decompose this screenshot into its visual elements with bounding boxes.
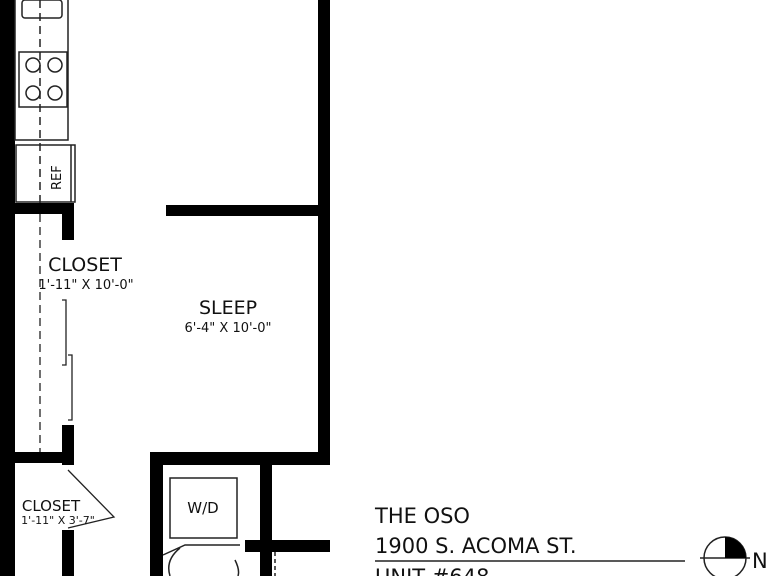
sleep-dims: 6'-4" X 10'-0" [184,321,271,336]
closet-main-fixtures [39,214,73,452]
closet-small-door [67,469,116,529]
right-wall-upper [318,0,330,465]
closet-divider-wall [12,452,74,463]
sliding-door-1 [62,299,67,366]
sliding-door-2 [68,354,73,421]
washer-dryer-label: W/D [187,499,218,517]
kitchen [14,0,76,203]
kitchen-counter [14,0,69,141]
closet-jamb-upper [62,203,74,240]
closet-small-name: CLOSET [22,497,81,515]
building-name: THE OSO [374,504,470,528]
laundry [162,477,276,576]
north-label: N [752,549,768,573]
kitchen-closet-wall [12,203,74,214]
burner-3 [25,85,41,101]
sleep-partition-wall [166,205,330,216]
small-closet-jamb [62,530,74,576]
closet-main-dims: 1'-11" X 10'-0" [38,278,133,293]
unit-number: UNIT #648 [375,565,489,576]
laundry-right-wall [260,452,272,576]
sink [21,0,63,19]
bath-door-swing [162,544,240,576]
left-outer-wall [0,0,15,576]
fridge-label: REF [50,165,65,190]
burner-4 [47,85,63,101]
building-address: 1900 S. ACOMA ST. [375,534,577,558]
sleep-name: SLEEP [199,297,257,319]
walls [0,0,330,576]
north-arrow-icon [700,536,750,576]
refrigerator [15,144,76,203]
closet-small-dims: 1'-11" X 3'-7" [21,514,95,527]
bath-left-wall [150,452,163,576]
washer-dryer [169,477,238,539]
range [18,51,68,108]
bath-lower-wall [245,540,330,552]
burner-2 [47,57,63,73]
closet-main-name: CLOSET [48,254,122,276]
bath-top-wall [150,452,330,465]
closet-small-door-swing [67,469,116,529]
burner-1 [25,57,41,73]
